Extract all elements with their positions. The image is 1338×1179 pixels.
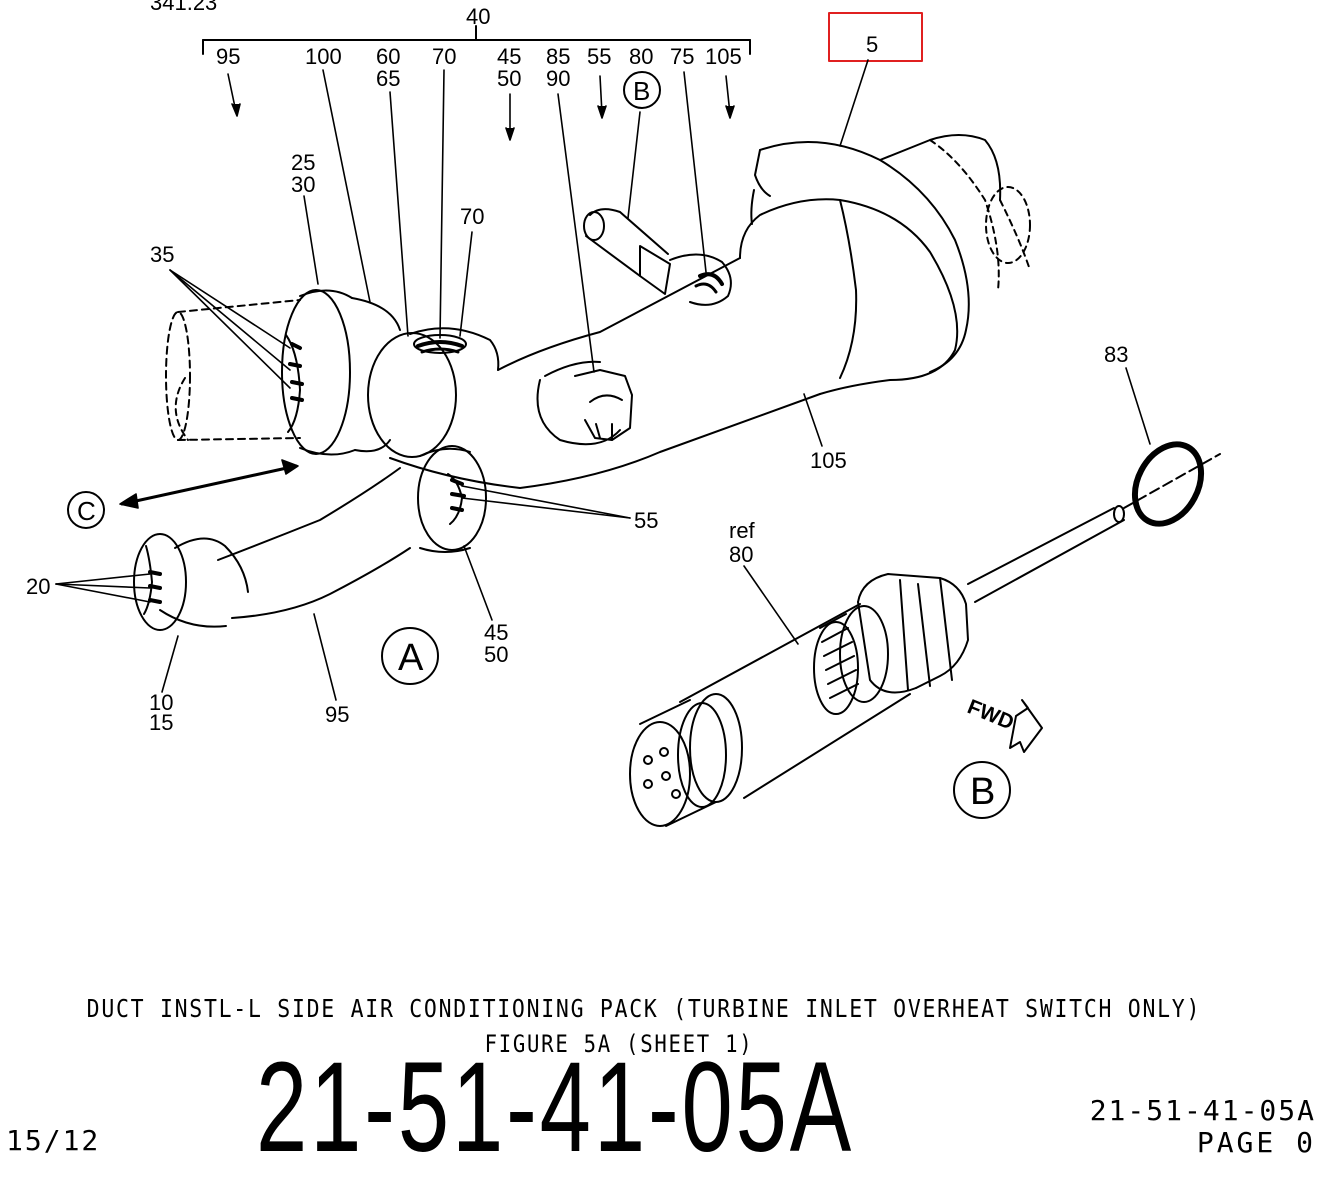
callout-5: 5 bbox=[866, 32, 878, 57]
view-marker-a-label: A bbox=[398, 637, 424, 679]
callout-labels: 40 95 100 60 65 70 45 50 85 90 55 80 75 … bbox=[26, 4, 1128, 735]
exploded-duct-diagram: 341.23 bbox=[26, 0, 1221, 827]
callout-70-top: 70 bbox=[432, 44, 456, 69]
callout-55-mid: 55 bbox=[634, 508, 658, 533]
overheat-switch-80 bbox=[629, 453, 1221, 827]
callout-65: 65 bbox=[376, 66, 400, 91]
callout-70-mid: 70 bbox=[460, 204, 484, 229]
callout-80-ref: 80 bbox=[729, 542, 753, 567]
top-callout-bracket bbox=[202, 25, 751, 55]
view-marker-c: C bbox=[67, 491, 105, 529]
callout-95-bottom: 95 bbox=[325, 702, 349, 727]
callout-105-top: 105 bbox=[705, 44, 742, 69]
view-marker-b-top: B bbox=[623, 71, 661, 109]
callout-35: 35 bbox=[150, 242, 174, 267]
callout-ref: ref bbox=[729, 518, 756, 543]
view-marker-b-bottom: B bbox=[953, 761, 1011, 819]
view-marker-b-top-label: B bbox=[633, 76, 650, 106]
figure-caption-title: DUCT INSTL-L SIDE AIR CONDITIONING PACK … bbox=[86, 994, 1202, 1023]
callout-30: 30 bbox=[291, 172, 315, 197]
callout-95-top: 95 bbox=[216, 44, 240, 69]
callout-15: 15 bbox=[149, 710, 173, 735]
view-marker-c-label: C bbox=[77, 496, 96, 526]
callout-50-top: 50 bbox=[497, 66, 521, 91]
duct-spool-95 bbox=[133, 445, 487, 631]
callout-40: 40 bbox=[466, 4, 490, 29]
callout-100: 100 bbox=[305, 44, 342, 69]
callout-10: 10 bbox=[149, 690, 173, 715]
view-marker-b-bottom-label: B bbox=[970, 771, 995, 813]
leader-lines bbox=[55, 59, 1151, 701]
callout-90: 90 bbox=[546, 66, 570, 91]
callout-60: 60 bbox=[376, 44, 400, 69]
callout-55-top: 55 bbox=[587, 44, 611, 69]
callout-83: 83 bbox=[1104, 342, 1128, 367]
o-ring-83 bbox=[1131, 441, 1205, 527]
callout-45-bottom: 45 bbox=[484, 620, 508, 645]
callout-5-highlight-box bbox=[828, 12, 923, 62]
callout-20: 20 bbox=[26, 574, 50, 599]
callout-105-mid: 105 bbox=[810, 448, 847, 473]
figure-number-large: 21-51-41-05A bbox=[256, 1036, 855, 1179]
callout-85: 85 bbox=[546, 44, 570, 69]
view-marker-a: A bbox=[381, 627, 439, 685]
page-ref-page: PAGE 0 bbox=[1196, 1126, 1316, 1159]
fwd-label: FWD bbox=[964, 695, 1017, 734]
date-code: 15/12 bbox=[6, 1124, 101, 1157]
callout-80-top: 80 bbox=[629, 44, 653, 69]
callout-45-top: 45 bbox=[497, 44, 521, 69]
callout-50-bottom: 50 bbox=[484, 642, 508, 667]
figure-caption-sheet: FIGURE 5A (SHEET 1) bbox=[484, 1030, 754, 1058]
page-ref-number: 21-51-41-05A bbox=[1089, 1094, 1316, 1127]
fwd-direction-arrow: FWD bbox=[964, 695, 1043, 753]
callout-75: 75 bbox=[670, 44, 694, 69]
partial-top-label: 341.23 bbox=[150, 0, 217, 15]
main-duct-assembly bbox=[165, 134, 1031, 489]
callout-25: 25 bbox=[291, 150, 315, 175]
